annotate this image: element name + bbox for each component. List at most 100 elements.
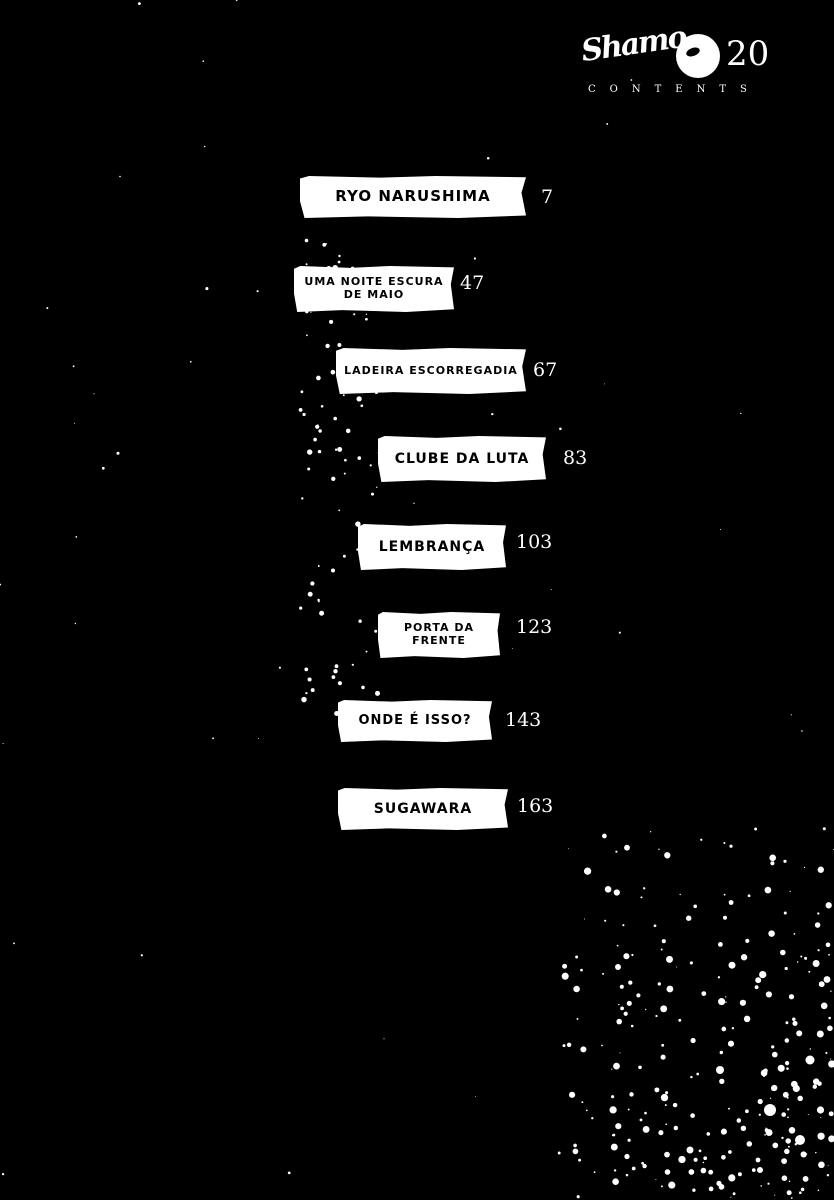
ink-drop [664,1151,670,1158]
ink-drop [649,831,652,833]
ink-drop [189,360,192,363]
ink-drop [356,396,362,402]
ink-drop [413,502,415,504]
ink-drop [93,393,95,395]
ink-drop [337,260,341,264]
ink-drop [618,631,621,634]
toc-page-number: 123 [516,616,553,638]
toc-page-number: 7 [541,186,554,208]
ink-drop [801,730,803,732]
ink-drop [788,1180,791,1183]
ink-drop [828,1016,831,1020]
ink-drop [783,911,787,915]
ink-drop [562,963,568,969]
ink-drop [315,424,320,429]
ink-drop [365,313,368,315]
ink-drop [626,1000,632,1006]
ink-drop [822,827,826,831]
ink-drop [661,939,666,944]
ink-drop [788,994,795,1000]
ink-drop [727,1040,735,1047]
ink-drop [698,1149,702,1153]
ink-drop [764,886,772,894]
toc-page-number: 143 [505,709,542,731]
ink-drop [616,1018,622,1025]
ink-drop [745,938,750,943]
ink-drop [809,1048,812,1050]
ink-drop [676,966,678,968]
ink-drop [644,1111,647,1115]
ink-drop [690,1075,693,1079]
ink-drop [610,1143,618,1151]
ink-drop [576,1195,580,1199]
ink-drop [301,497,304,500]
ink-drop [573,1143,577,1148]
logo-ink-circle-icon [676,34,720,78]
ink-drop [805,1055,815,1065]
ink-drop [624,844,630,851]
ink-drop [583,867,592,875]
ink-drop [202,60,205,63]
ink-drop [74,422,75,424]
ink-drop [728,900,734,905]
ink-drop [793,933,796,935]
ink-drop [792,1017,796,1022]
ink-drop [789,890,791,893]
toc-chapter-title: RYO NARUSHIMA [300,176,526,218]
series-logo: Shamo 20 CONTENTS [579,20,784,108]
ink-drop [781,1175,788,1182]
ink-drop [486,156,490,160]
ink-drop [305,263,308,266]
ink-drop [353,313,356,316]
ink-drop [604,919,607,922]
ink-drop [491,412,494,416]
ink-drop [257,738,259,740]
ink-drop [557,1151,561,1155]
ink-drop [758,1113,761,1116]
ink-drop [337,446,343,452]
ink-drop [660,1185,663,1188]
ink-drop [784,1038,790,1043]
ink-drop [764,1128,769,1133]
ink-drop [358,619,362,623]
ink-drop [203,145,206,148]
ink-drop [342,554,346,558]
ink-drop [101,466,105,470]
ink-drop [782,1091,789,1098]
ink-drop [568,1091,576,1098]
ink-drop [689,961,693,965]
ink-drop [728,1174,736,1182]
ink-drop [820,1002,828,1010]
ink-drop [728,1107,730,1110]
ink-drop [317,565,320,567]
ink-drop [716,1180,722,1187]
ink-drop [664,1104,667,1107]
ink-drop [638,1065,642,1070]
ink-drop [624,1153,630,1160]
contents-label: CONTENTS [588,84,761,95]
ink-drop [630,79,633,81]
ink-drop [612,1178,619,1185]
ink-drop [304,238,309,243]
ink-drop [728,1150,732,1154]
ink-drop [602,833,607,839]
ink-drop [700,1167,707,1174]
ink-drop [606,122,609,125]
ink-drop [743,1000,746,1003]
ink-drop [799,1191,802,1194]
ink-drop [361,685,365,690]
ink-drop [817,949,820,952]
ink-drop [825,942,831,948]
ink-drop [642,1163,647,1169]
toc-page-number: 163 [517,795,554,817]
ink-drop [550,589,552,591]
ink-drop [300,390,304,394]
ink-drop [706,1132,711,1136]
ink-drop [660,1054,666,1060]
ink-drop [786,1067,789,1070]
ink-drop [642,1125,650,1133]
ink-drop [137,2,141,6]
ink-drop [573,985,580,993]
ink-drop [746,1141,753,1147]
ink-drop [816,1030,824,1038]
